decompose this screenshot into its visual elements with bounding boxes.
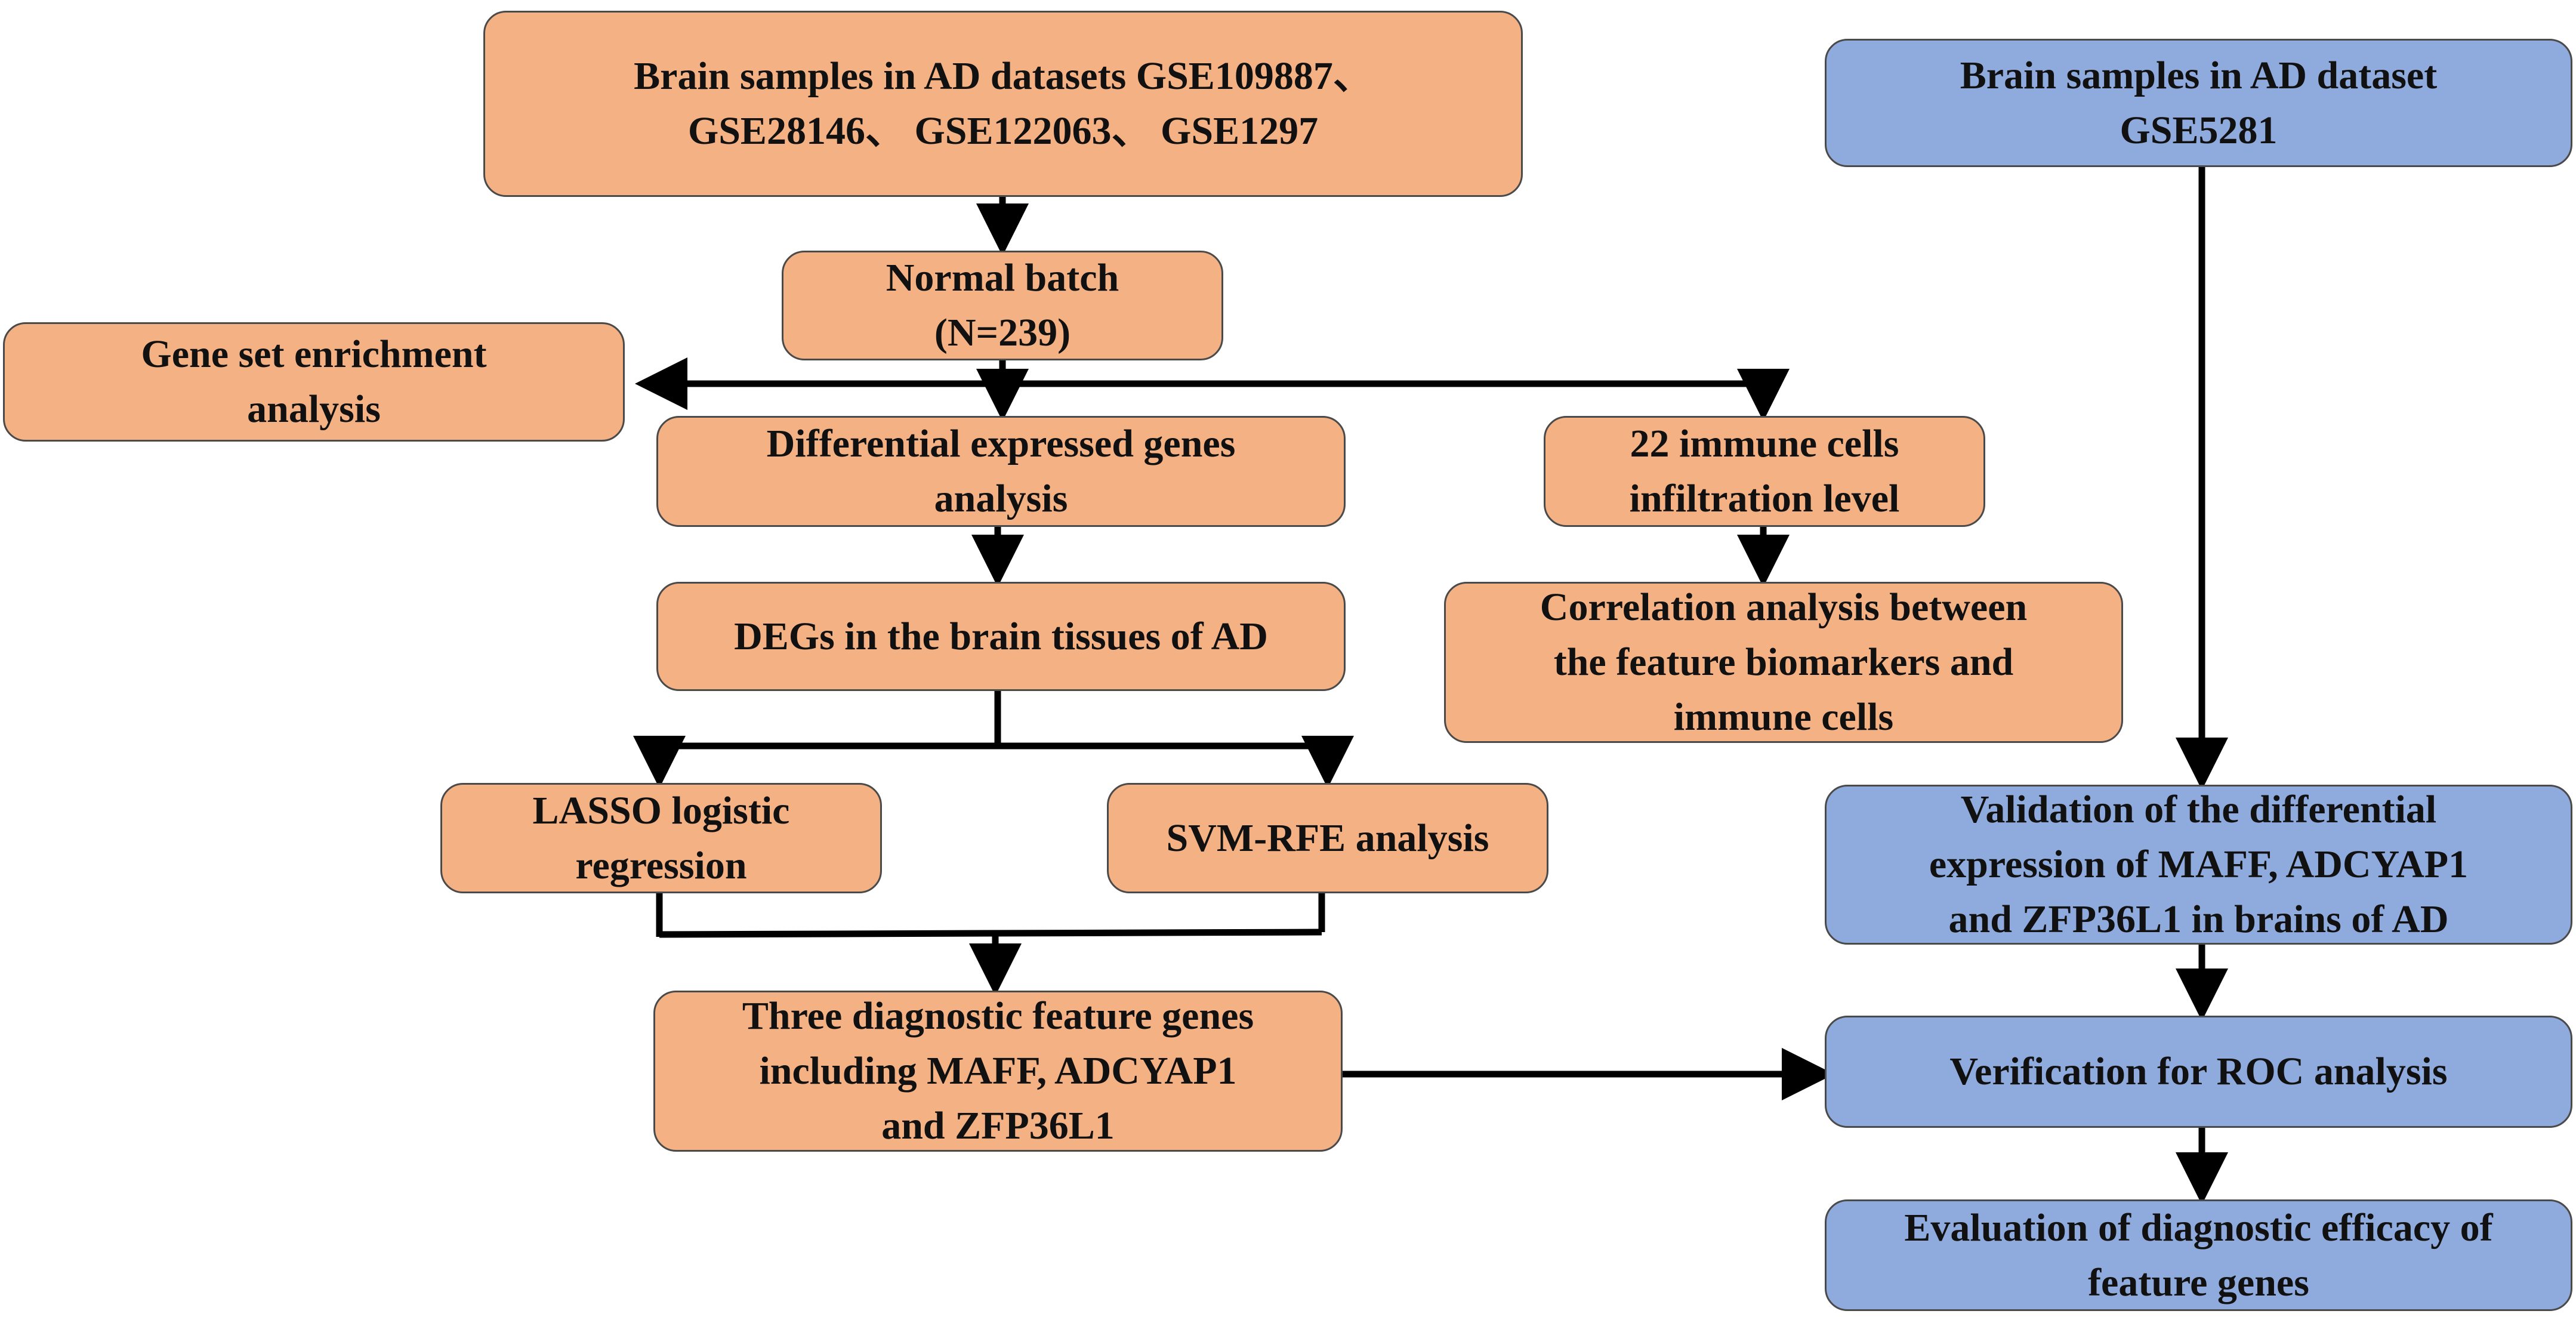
node-text-line: GSE5281 [2120, 108, 2278, 152]
node-text-line: Correlation analysis between [1540, 585, 2028, 629]
verification-roc-analysis-box: Verification for ROC analysis [1825, 1016, 2572, 1128]
differential-expressed-genes-box: Differential expressed genes analysis [656, 416, 1346, 527]
node-text-line: and ZFP36L1 in brains of AD [1948, 897, 2449, 941]
gene-set-enrichment-box: Gene set enrichment analysis [3, 322, 625, 442]
node-text-line: Three diagnostic feature genes [742, 994, 1254, 1038]
node-text-line: regression [575, 843, 747, 887]
validation-differential-expression-box: Validation of the differential expressio… [1825, 785, 2572, 945]
node-text-line: Gene set enrichment [141, 332, 487, 376]
node-text-line: expression of MAFF, ADCYAP1 [1929, 843, 2469, 886]
node-text-line: analysis [247, 387, 381, 431]
normal-batch-box: Normal batch (N=239) [782, 251, 1223, 360]
node-text-line: and ZFP36L1 [881, 1104, 1115, 1148]
node-text-line: Validation of the differential [1960, 788, 2437, 831]
immune-cells-infiltration-box: 22 immune cells infiltration level [1544, 416, 1985, 527]
node-text-line: including MAFF, ADCYAP1 [759, 1049, 1237, 1093]
node-text-line: GSE28146、 GSE122063、 GSE1297 [687, 109, 1319, 153]
node-text-line: Brain samples in AD datasets GSE109887、 [634, 54, 1372, 98]
line-merge-horizontal [659, 929, 1322, 938]
node-text-line: 22 immune cells [1630, 422, 1899, 465]
node-text-line: (N=239) [934, 311, 1071, 354]
node-text-line: analysis [934, 477, 1068, 520]
node-text-line: SVM-RFE analysis [1166, 816, 1489, 860]
node-text-line: infiltration level [1629, 477, 1900, 520]
lasso-logistic-regression-box: LASSO logistic regression [440, 783, 882, 893]
node-text-line: the feature biomarkers and [1553, 640, 2014, 684]
brain-samples-ad-datasets-box: Brain samples in AD datasets GSE109887、 … [483, 11, 1523, 197]
node-text-line: feature genes [2088, 1260, 2309, 1304]
evaluation-diagnostic-efficacy-box: Evaluation of diagnostic efficacy of fea… [1825, 1199, 2572, 1311]
node-text-line: Normal batch [886, 256, 1119, 300]
node-text-line: immune cells [1673, 695, 1894, 739]
degs-box: DEGs in the brain tissues of AD [656, 582, 1346, 691]
node-text-line: DEGs in the brain tissues of AD [734, 614, 1268, 658]
brain-samples-gse5281-box: Brain samples in AD dataset GSE5281 [1825, 39, 2572, 167]
node-text-line: LASSO logistic [532, 788, 790, 832]
node-text-line: Evaluation of diagnostic efficacy of [1904, 1205, 2493, 1250]
correlation-analysis-box: Correlation analysis between the feature… [1444, 582, 2123, 743]
node-text-line: Verification for ROC analysis [1949, 1050, 2448, 1093]
node-text-line: Differential expressed genes [766, 422, 1236, 465]
node-text-line: Brain samples in AD dataset [1960, 53, 2438, 97]
svm-rfe-analysis-box: SVM-RFE analysis [1107, 783, 1548, 893]
three-diagnostic-feature-genes-box: Three diagnostic feature genes including… [653, 991, 1343, 1152]
